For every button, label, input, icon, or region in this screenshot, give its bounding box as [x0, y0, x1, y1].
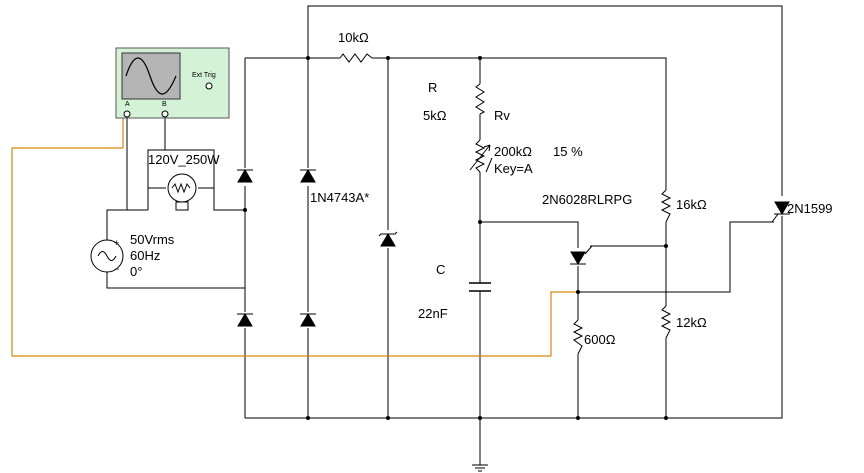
probe-wire — [11, 118, 578, 357]
capacitor-value: 22nF — [418, 306, 448, 321]
source-phase: 0° — [130, 264, 143, 279]
capacitor-name: C — [436, 262, 446, 277]
resistor-16k-label: 16kΩ — [676, 197, 707, 212]
wire-top-rail — [245, 57, 667, 190]
rv-name: Rv — [494, 108, 510, 123]
probe-a-terminal[interactable] — [123, 110, 131, 118]
lamp-label: 120V_250W — [148, 152, 220, 167]
oscilloscope[interactable] — [115, 47, 230, 119]
resistor-600-label: 600Ω — [584, 332, 616, 347]
resistor-600 — [572, 319, 584, 355]
oscilloscope-screen — [121, 52, 181, 100]
resistor-16k — [660, 189, 672, 223]
diode-d3-icon — [237, 313, 253, 327]
scr-label: 2N1599 — [787, 201, 833, 216]
lamp-icon — [167, 173, 197, 211]
diode-d4-icon — [300, 313, 316, 327]
puj-label: 2N6028RLRPG — [542, 192, 633, 207]
resistor-rv — [474, 139, 486, 173]
source-voltage: 50Vrms — [130, 232, 175, 247]
ac-source-icon: + − — [90, 238, 124, 274]
capacitor-icon — [469, 282, 491, 292]
ext-trig-terminal[interactable] — [205, 82, 213, 90]
rv-arrow — [469, 144, 493, 173]
scr-icon — [771, 201, 790, 223]
wire-lamp-loop — [106, 149, 245, 289]
diode-d1-icon — [237, 169, 253, 183]
probe-b-terminal[interactable] — [161, 110, 169, 118]
diode-d2-icon — [300, 169, 316, 183]
resistor-r — [475, 83, 486, 115]
zener-diode-icon — [378, 231, 398, 247]
wire-top-loop — [307, 5, 783, 196]
puj-icon — [570, 245, 593, 265]
wire-scr-gate — [578, 221, 774, 293]
source-frequency: 60Hz — [130, 248, 161, 263]
resistor-10k — [339, 53, 373, 63]
scope-channel-b: B — [162, 101, 167, 108]
resistor-10k-label: 10kΩ — [338, 30, 369, 45]
resistor-r-name: R — [428, 80, 438, 95]
wires — [106, 5, 783, 472]
bridge-diodes — [237, 169, 316, 327]
rv-value: 200kΩ — [494, 144, 532, 159]
junctions — [243, 56, 668, 420]
svg-text:−: − — [114, 264, 119, 274]
wire-bottom-rail — [245, 216, 783, 419]
zener-label: 1N4743A* — [310, 190, 370, 205]
resistor-r-value: 5kΩ — [423, 108, 447, 123]
rv-key: Key=A — [494, 161, 533, 176]
sine-wave-icon — [125, 57, 177, 95]
wire-c-node — [480, 221, 579, 248]
scope-ext-trig: Ext Trig — [192, 72, 216, 79]
rv-percent: 15 % — [553, 144, 583, 159]
resistor-12k — [660, 305, 672, 339]
resistor-12k-label: 12kΩ — [676, 315, 707, 330]
svg-text:+: + — [114, 238, 119, 248]
ground-symbol — [472, 464, 488, 472]
scope-channel-a: A — [125, 101, 130, 108]
